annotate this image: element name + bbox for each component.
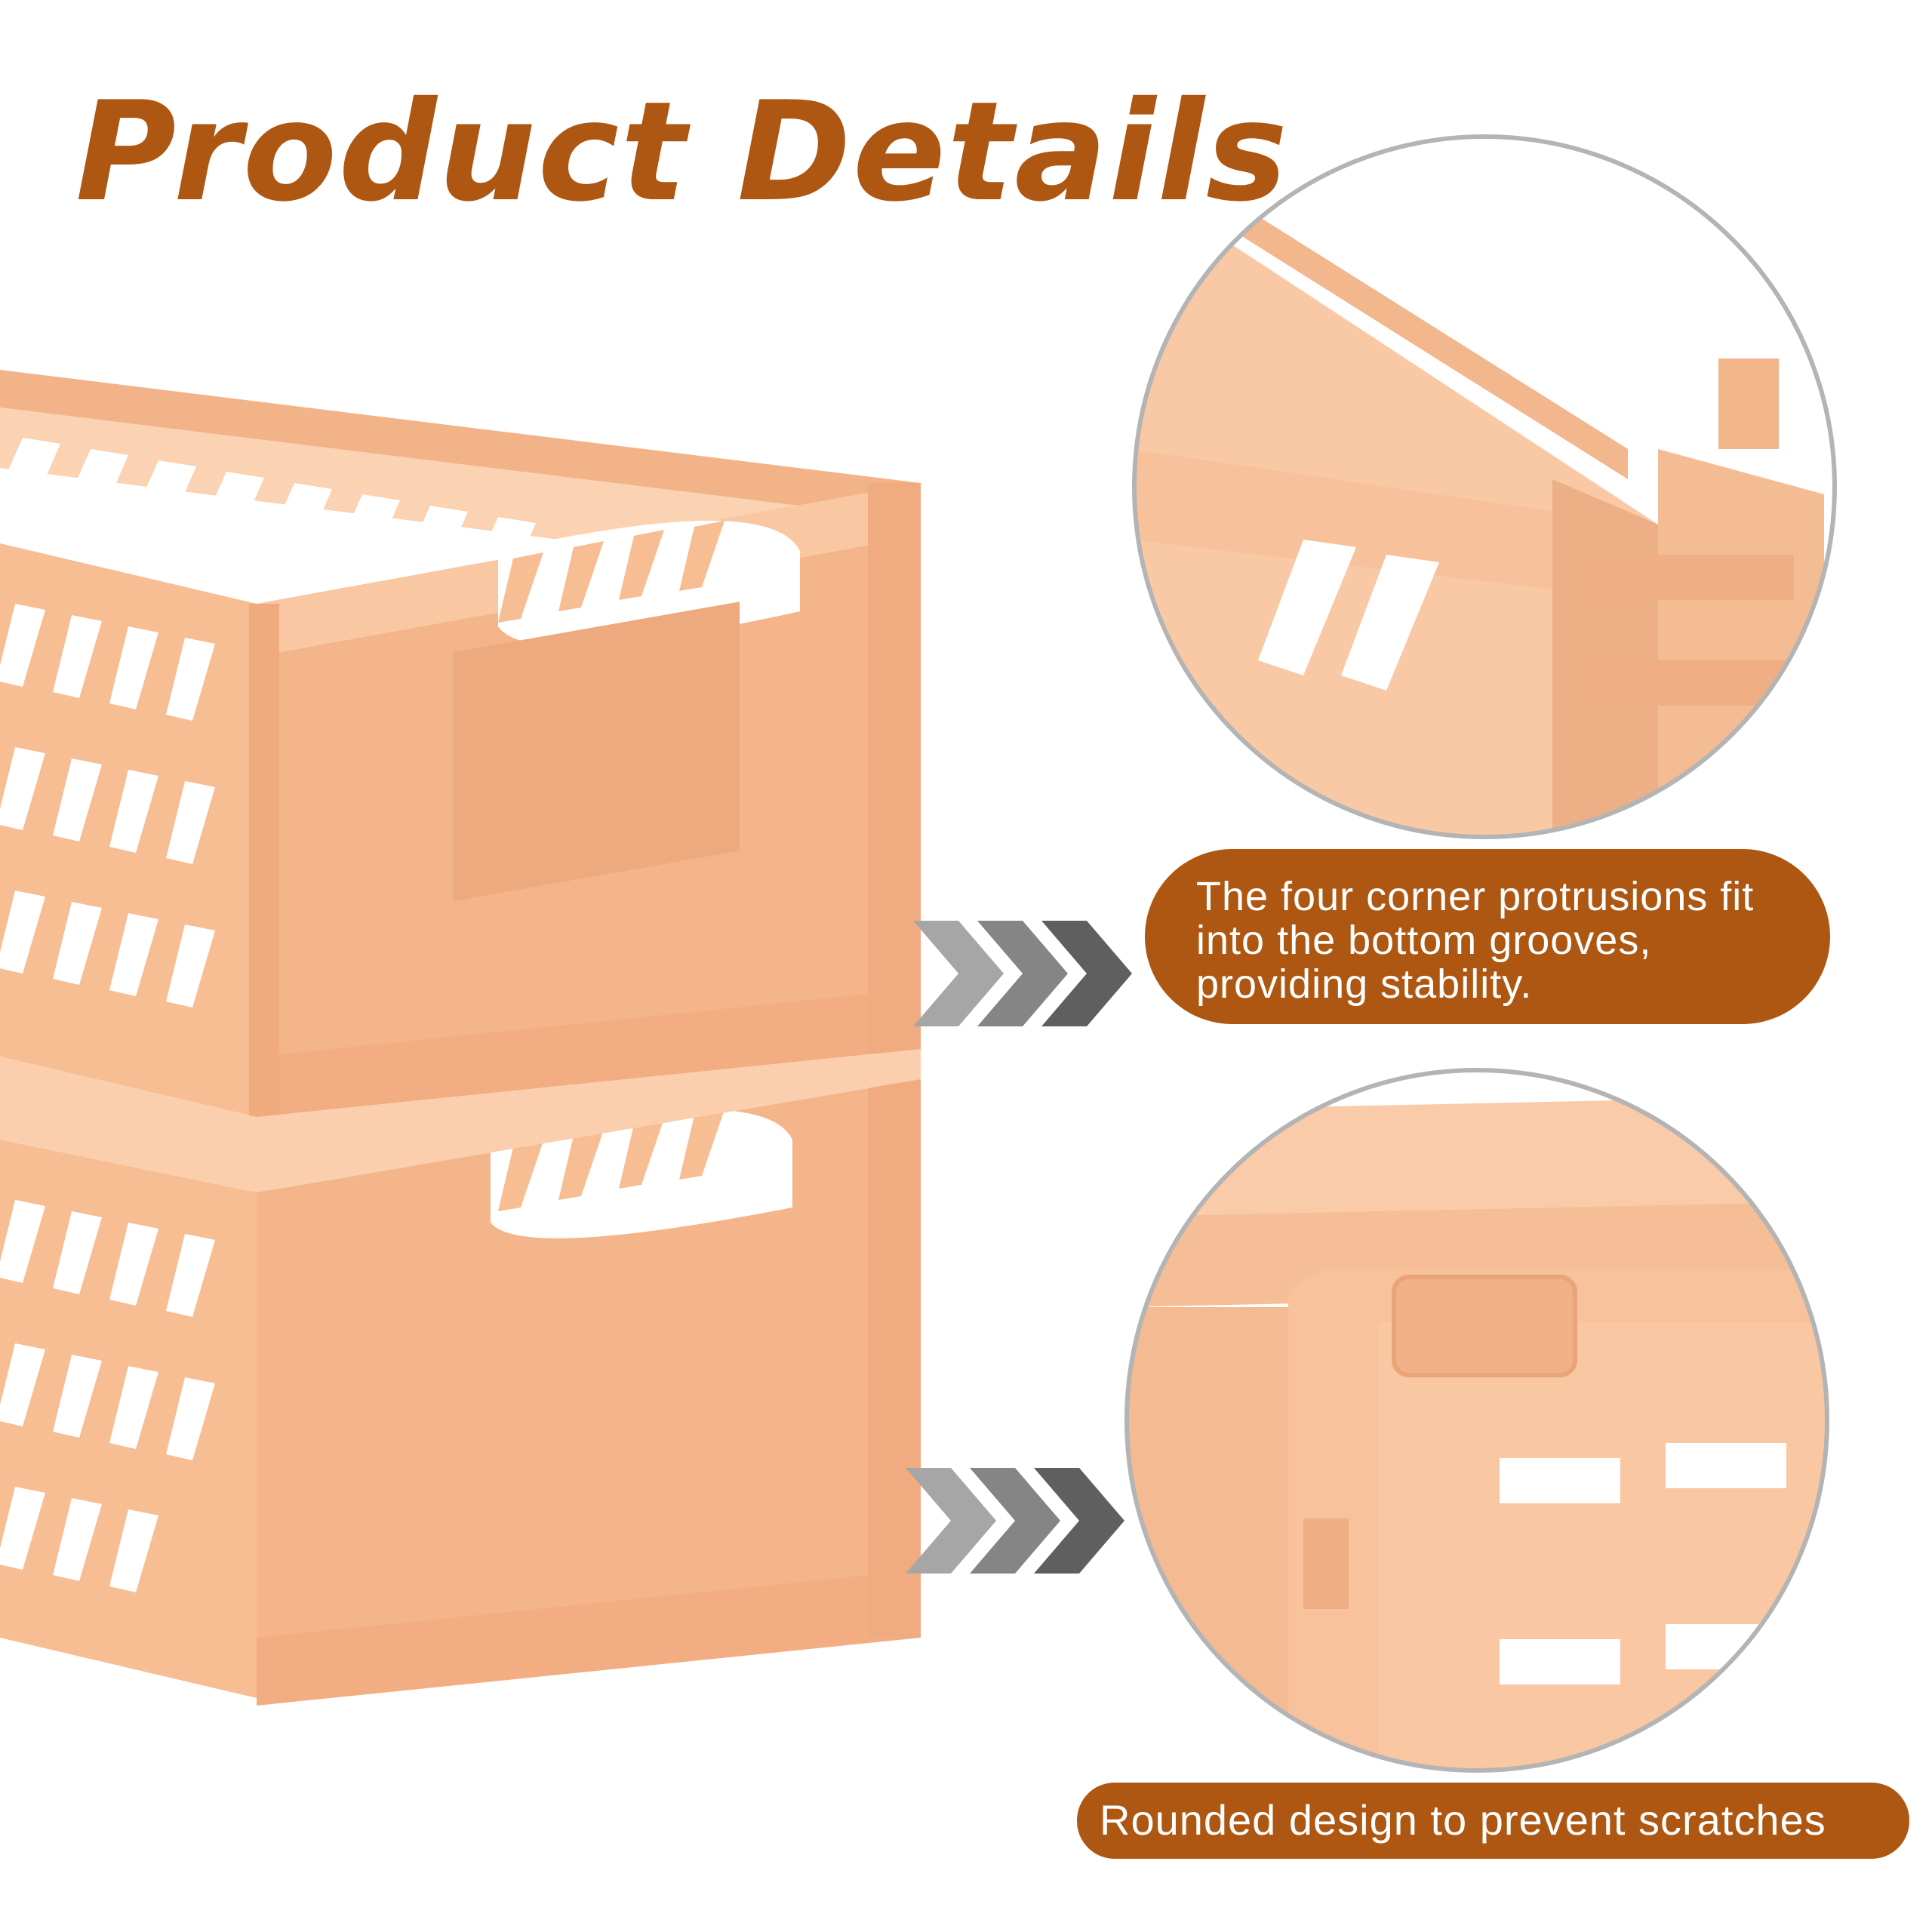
zoom-circle-rounded-edge	[1122, 1066, 1832, 1775]
callout-rounded-design: Rounded design to prevent scratches	[1077, 1783, 1909, 1859]
chevron-right-icon	[906, 1468, 1124, 1574]
zoom-circle-corner-protrusion	[1130, 132, 1839, 841]
stacked-crates-image	[0, 370, 921, 1706]
callout-corner-protrusions: The four corner protrusions fit into the…	[1145, 849, 1830, 1024]
chevron-right-icon	[913, 921, 1132, 1026]
page-title: Product Details	[75, 72, 1290, 232]
